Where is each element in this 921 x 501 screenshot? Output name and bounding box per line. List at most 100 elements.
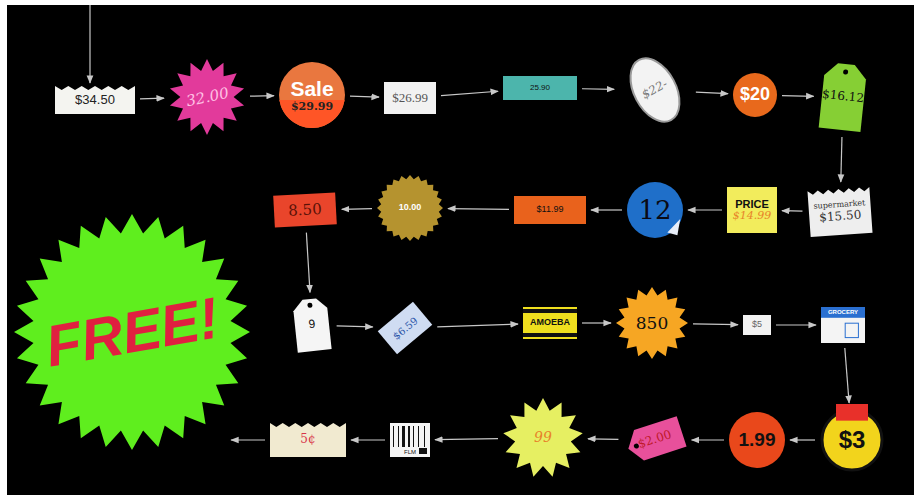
flow-arrow	[342, 208, 372, 210]
flow-arrow	[337, 326, 373, 327]
price-text: 1.99	[739, 430, 776, 451]
price-text: $14.99	[733, 210, 772, 222]
flow-arrow	[350, 96, 379, 98]
price-tag: 1.99	[729, 412, 785, 468]
flow-arrow	[696, 92, 728, 94]
flow-arrow	[306, 233, 310, 293]
label-shape	[514, 196, 586, 224]
torn-paper	[807, 187, 872, 237]
tag-text-box: 1.99	[729, 412, 785, 468]
badge-cap	[836, 404, 868, 421]
price-tag: $5	[743, 315, 771, 335]
barcode-bar	[393, 426, 394, 447]
label-shape	[378, 302, 433, 355]
tag-text-box: FLM	[390, 423, 430, 457]
round-sticker	[279, 62, 345, 128]
starburst	[14, 214, 250, 450]
tag-text-box: $26.99	[384, 82, 436, 114]
torn-paper	[270, 423, 346, 457]
flow-arrow	[688, 209, 722, 210]
tag-text-box: Sale$29.99	[279, 62, 345, 128]
flow-arrow	[782, 210, 802, 212]
round-sticker	[627, 182, 683, 238]
price-tag: FLM	[390, 423, 430, 457]
barcode-bar	[418, 426, 419, 447]
flow-arrow	[841, 137, 842, 182]
tag-text-box: 8.50	[273, 192, 337, 227]
oval-tag	[620, 50, 689, 130]
price-tag: 12	[627, 182, 683, 238]
price-text: $34.50	[75, 93, 115, 107]
starburst	[377, 175, 443, 241]
barcode-bar	[424, 426, 425, 447]
barcode-bar	[413, 426, 414, 447]
price-tag: FREE!	[14, 214, 250, 450]
price-tag: 850	[616, 287, 688, 359]
flow-arrow	[588, 438, 618, 440]
starburst	[616, 287, 688, 359]
price-tag: Sale$29.99	[279, 62, 345, 128]
tag-text-box: $20	[733, 73, 777, 117]
price-text: 5¢	[300, 433, 315, 446]
hang-tag	[292, 297, 331, 352]
price-tag: 25.90	[503, 76, 577, 100]
tag-text-box: 10.00	[377, 175, 443, 241]
flow-arrow	[790, 439, 815, 440]
price-text: $5	[752, 320, 762, 330]
flow-arrow	[776, 324, 816, 325]
tag-text-box: 12	[627, 182, 683, 238]
flow-arrow	[437, 324, 518, 327]
price-tag: $20	[733, 73, 777, 117]
price-text: 25.90	[530, 84, 550, 93]
price-text: 32.00	[184, 84, 229, 109]
flow-arrow	[692, 439, 724, 440]
price-tag: $34.50	[55, 86, 135, 114]
flow-arrow	[231, 439, 265, 440]
label-stripe	[523, 333, 577, 337]
tag-text-box: $34.50	[55, 86, 135, 114]
price-tag: 8.50	[273, 192, 337, 227]
tag-text-box: 25.90	[503, 76, 577, 100]
tag-text-box: $3	[820, 408, 884, 472]
flow-arrow	[351, 439, 385, 440]
tag-text-box: $16.12	[819, 62, 868, 132]
price-tag: AMOEBA	[523, 307, 577, 339]
tag-text-box: AMOEBA	[523, 307, 577, 339]
tag-text-box: $5	[743, 315, 771, 335]
price-text: FLM	[404, 449, 416, 456]
hang-tag	[819, 62, 868, 132]
flow-arrow	[441, 91, 498, 95]
label-stripe	[523, 309, 577, 313]
price-text: $15.50	[819, 208, 862, 224]
round-sticker	[733, 73, 777, 117]
price-text: $2.00	[637, 428, 674, 451]
barcode-bar	[398, 426, 399, 447]
barcode-bar	[408, 426, 410, 447]
price-tag: GROCERY	[821, 307, 865, 343]
price-text: $22-	[640, 78, 670, 102]
price-tag: 32.00	[169, 59, 245, 135]
label-shape	[821, 307, 865, 343]
black-panel	[7, 5, 914, 495]
price-text: $6.59	[390, 315, 419, 342]
hang-tag	[623, 416, 686, 464]
price-text: $29.99	[291, 101, 333, 113]
price-tag: $26.99	[384, 82, 436, 114]
flow-arrow	[448, 208, 509, 210]
label-shape	[273, 192, 337, 227]
barcode-box	[419, 448, 427, 454]
starburst	[170, 59, 244, 135]
label-shape	[503, 76, 577, 100]
price-text: 8.50	[288, 201, 322, 219]
price-tag: supermarket$15.50	[807, 187, 872, 237]
price-text: 99	[534, 430, 552, 445]
price-text: 850	[636, 314, 668, 333]
flow-arrow	[140, 98, 164, 100]
tag-hole	[307, 303, 312, 308]
sticker-band	[279, 100, 344, 128]
entry-arrow	[89, 5, 90, 83]
tag-text-box: supermarket$15.50	[807, 187, 872, 237]
tag-text-box: 9	[292, 297, 331, 352]
flow-arrow	[435, 438, 498, 440]
